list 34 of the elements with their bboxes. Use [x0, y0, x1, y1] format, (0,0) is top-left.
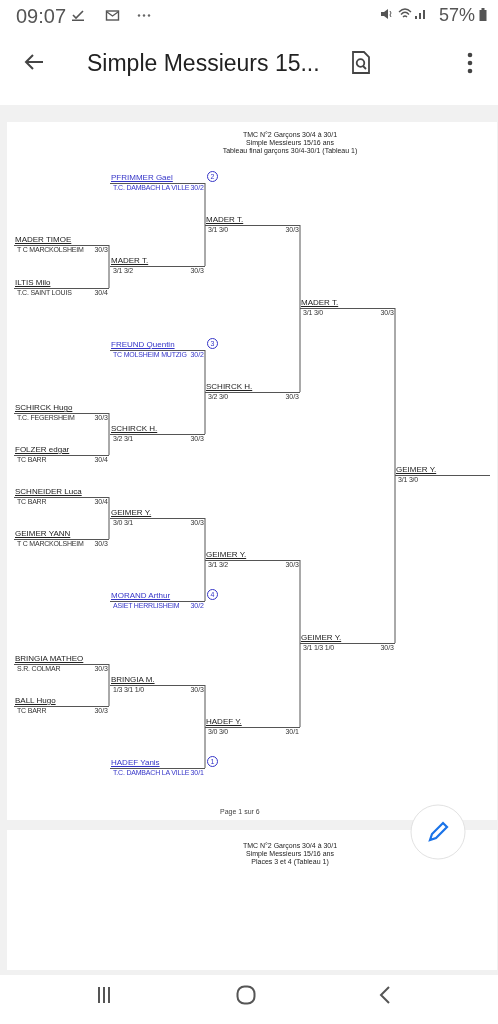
player-name: GEIMER Y. — [301, 633, 342, 642]
player-name: FREUND Quentin — [111, 340, 175, 349]
bracket-line — [108, 265, 110, 289]
player-name: HADEF Yanis — [111, 758, 160, 767]
player-name: MADER TIMOE — [15, 235, 72, 244]
player-name: HADEF Y. — [206, 717, 242, 726]
bracket-line — [108, 433, 110, 456]
player-name: BRINGIA M. — [111, 675, 155, 684]
player-name: MADER T. — [111, 256, 149, 265]
bracket-line — [108, 496, 110, 519]
player-name: BRINGIA MATHEO — [15, 654, 84, 663]
player-name: MADER T. — [206, 215, 244, 224]
player-name: BALL Hugo — [15, 696, 56, 705]
document-title: Simple Messieurs 15... — [87, 50, 320, 77]
battery-percent: 57% — [439, 5, 476, 26]
player-name: ILTIS Milo — [15, 278, 51, 287]
player-name: GEIMER Y. — [111, 508, 152, 517]
player-name: PFRIMMER Gael — [111, 173, 173, 182]
player-name: SCHIRCK H. — [111, 424, 158, 433]
bracket-line — [108, 412, 110, 435]
bracket-line — [108, 244, 110, 267]
player-name: SCHNEIDER Luca — [15, 487, 82, 496]
player-name: FOLZER edgar — [15, 445, 70, 454]
player-name: SCHIRCK Hugo — [15, 403, 73, 412]
bracket-line — [108, 517, 110, 540]
player-name: MADER T. — [301, 298, 339, 307]
player-name: GEIMER YANN — [15, 529, 71, 538]
player-name: GEIMER Y. — [396, 465, 437, 474]
player-name: GEIMER Y. — [206, 550, 247, 559]
player-name: MORAND Arthur — [111, 591, 171, 600]
bracket-line — [108, 663, 110, 686]
status-time: 09:07 — [16, 5, 67, 28]
player-name: SCHIRCK H. — [206, 382, 253, 391]
bracket-line — [108, 684, 110, 707]
